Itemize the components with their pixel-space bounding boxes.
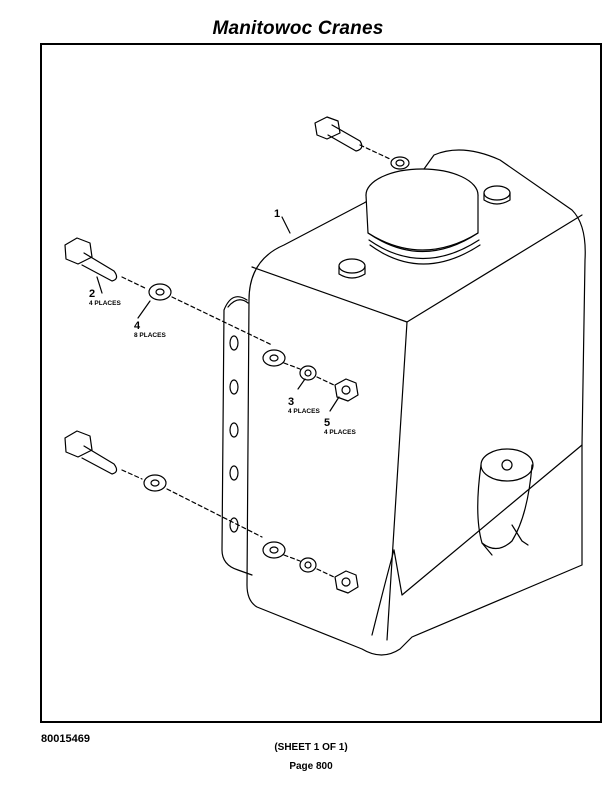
lower-bolt-assembly	[64, 430, 359, 594]
mounting-flange	[221, 296, 253, 576]
callout-item-5-qty: 4 PLACES	[324, 429, 356, 436]
sight-gauge	[477, 448, 534, 556]
sheet-label: (SHEET 1 OF 1)	[274, 742, 348, 753]
callout-item-5: 5	[324, 417, 330, 429]
callout-item-1: 1	[274, 208, 280, 220]
page-number: Page 800	[289, 761, 333, 772]
callout-item-2-qty: 4 PLACES	[89, 300, 121, 307]
parts-diagram: 1 2 4 PLACES 4 8 PLACES 3 4 PLACES 5 4 P…	[64, 116, 586, 656]
callout-item-4-qty: 8 PLACES	[134, 332, 166, 339]
document-number: 80015469	[41, 733, 90, 745]
callout-item-4: 4	[134, 320, 141, 332]
callout-item-3: 3	[288, 396, 294, 408]
top-bolt	[314, 116, 410, 170]
page-title: Manitowoc Cranes	[212, 18, 384, 39]
upper-bolt-assembly	[64, 237, 359, 402]
callout-item-3-qty: 4 PLACES	[288, 408, 320, 415]
filler-cap	[365, 168, 481, 265]
callout-item-2: 2	[89, 288, 95, 300]
drawing-frame: 1 2 4 PLACES 4 8 PLACES 3 4 PLACES 5 4 P…	[40, 43, 602, 723]
tank-body	[246, 149, 586, 656]
